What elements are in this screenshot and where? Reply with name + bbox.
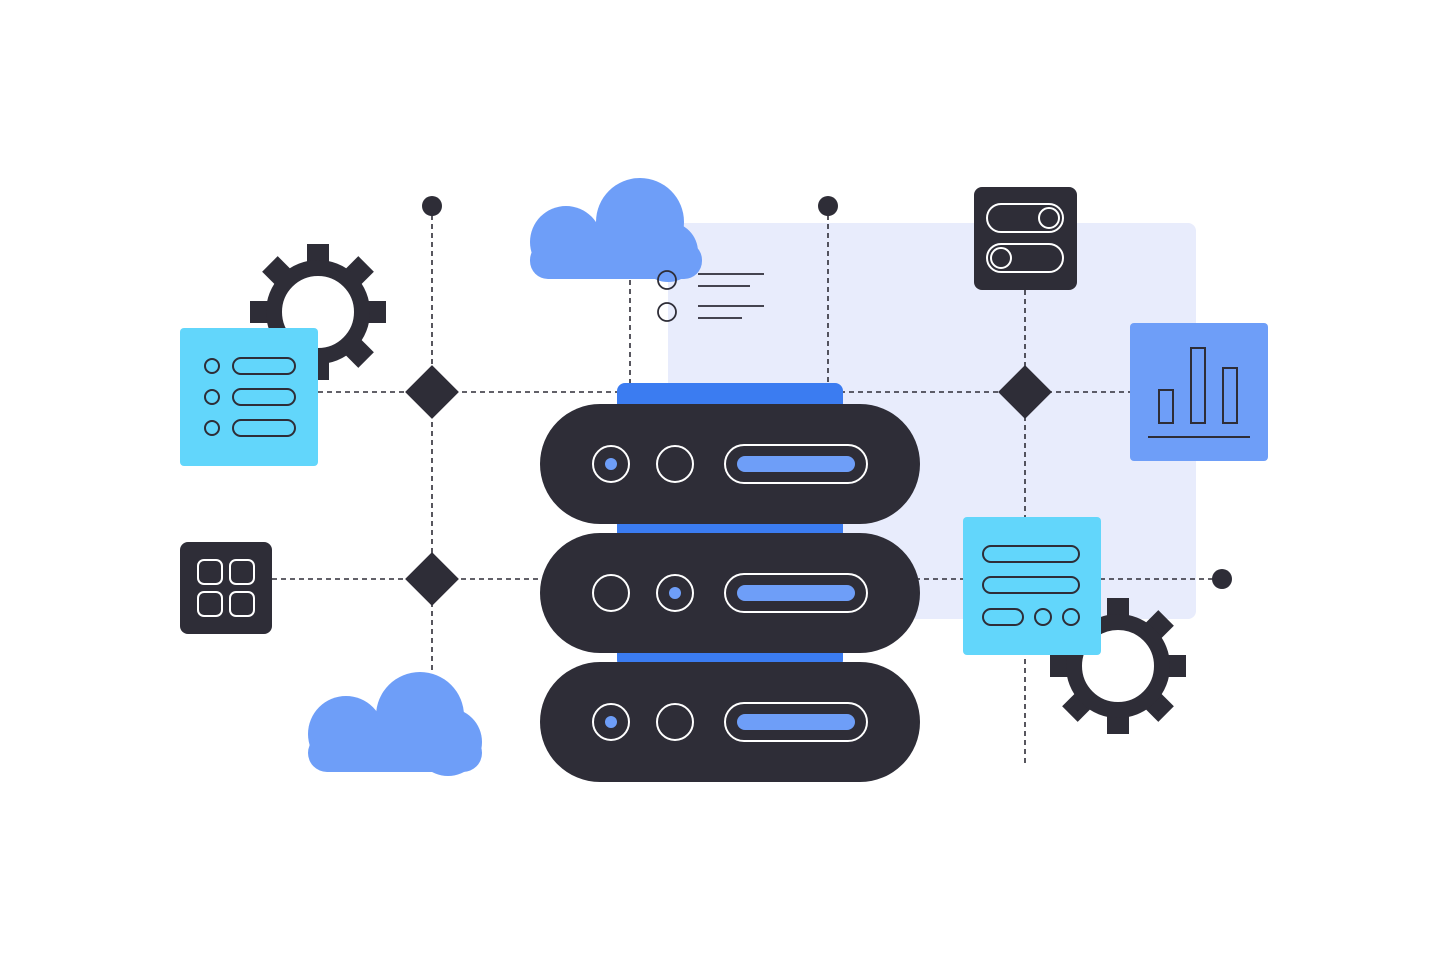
status-indicator-icon [656, 574, 694, 612]
status-indicator-icon [592, 574, 630, 612]
server-stack [540, 383, 920, 782]
server-unit [540, 533, 920, 653]
drive-slot [724, 573, 868, 613]
text-lines-icon [657, 270, 764, 322]
server-unit [540, 404, 920, 524]
grid-icon [180, 542, 272, 634]
status-indicator-icon [656, 703, 694, 741]
drive-slot [724, 702, 868, 742]
list-card-icon [180, 328, 318, 466]
cloud-icon [530, 178, 702, 282]
endpoint-dots [422, 196, 1232, 589]
status-indicator-icon [592, 703, 630, 741]
bar-chart-icon [1130, 323, 1268, 461]
toggle-switch-icon [974, 187, 1077, 290]
status-indicator-icon [656, 445, 694, 483]
status-indicator-icon [592, 445, 630, 483]
drive-slot [724, 444, 868, 484]
cloud-icon [308, 672, 482, 776]
form-card-icon [963, 517, 1101, 655]
server-unit [540, 662, 920, 782]
